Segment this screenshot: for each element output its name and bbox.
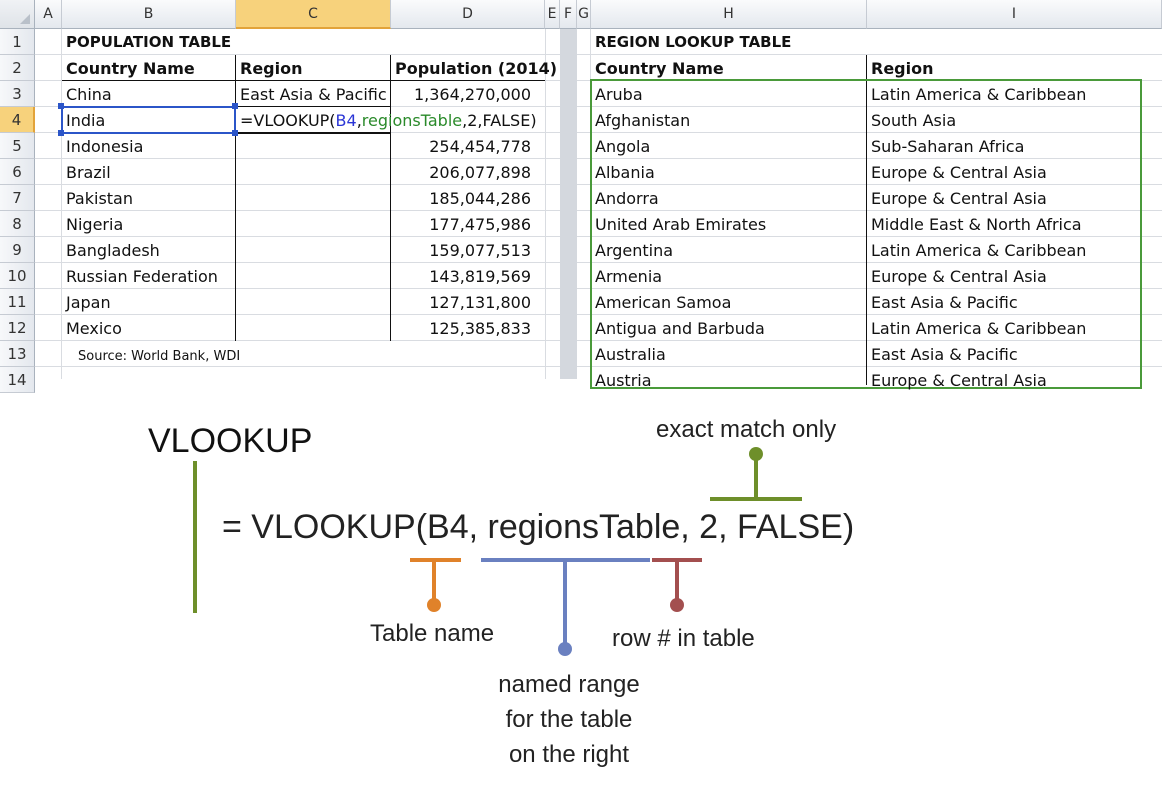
row-header-2[interactable]: 2: [0, 55, 35, 81]
lookup-header-country-name[interactable]: Country Name: [595, 58, 724, 78]
lookup-cell-region[interactable]: South Asia: [871, 110, 957, 130]
cell-country[interactable]: Japan: [66, 292, 111, 312]
row-header-3[interactable]: 3: [0, 81, 35, 107]
header-region[interactable]: Region: [240, 58, 303, 78]
formula-ref-regions-table: regionsTable: [361, 110, 463, 130]
cell-population[interactable]: 206,077,898: [429, 162, 531, 182]
row-header-5[interactable]: 5: [0, 133, 35, 159]
label-row-number: row # in table: [612, 625, 755, 652]
lookup-cell-country[interactable]: Angola: [595, 136, 651, 156]
lookup-cell-region[interactable]: Latin America & Caribbean: [871, 84, 1087, 104]
cell-population[interactable]: 254,454,778: [429, 136, 531, 156]
lookup-cell-country[interactable]: Antigua and Barbuda: [595, 318, 765, 338]
cell-region[interactable]: East Asia & Pacific: [240, 84, 387, 104]
population-table-title[interactable]: POPULATION TABLE: [66, 33, 232, 51]
formula-func: =VLOOKUP(: [240, 110, 336, 130]
spreadsheet: A B C D E F G H I 1 2 3 4 5 6 7 8 9 10 1…: [0, 0, 1162, 393]
cell-population[interactable]: 125,385,833: [429, 318, 531, 338]
split-bar: [560, 29, 577, 379]
column-header-f[interactable]: F: [560, 0, 577, 29]
cell-country[interactable]: Russian Federation: [66, 266, 218, 286]
cell-population[interactable]: 143,819,569: [429, 266, 531, 286]
lookup-cell-country[interactable]: Albania: [595, 162, 655, 182]
select-all-corner[interactable]: [0, 0, 35, 29]
lookup-cell-region[interactable]: Europe & Central Asia: [871, 266, 1047, 286]
cell-country[interactable]: Brazil: [66, 162, 111, 182]
active-cell-b4: [61, 106, 236, 134]
row-header-6[interactable]: 6: [0, 159, 35, 185]
cell-population[interactable]: 159,077,513: [429, 240, 531, 260]
row-header-10[interactable]: 10: [0, 263, 35, 289]
row-header-13[interactable]: 13: [0, 341, 35, 367]
column-header-c[interactable]: C: [236, 0, 391, 29]
diagram-title: VLOOKUP: [148, 422, 313, 460]
column-header-e[interactable]: E: [545, 0, 560, 29]
lookup-cell-region[interactable]: Middle East & North Africa: [871, 214, 1082, 234]
column-header-b[interactable]: B: [62, 0, 236, 29]
regions-table-range-highlight: [590, 79, 1142, 389]
formula-ref-b4: B4: [335, 110, 357, 130]
formula-tail: ,2,FALSE): [462, 110, 537, 130]
lookup-cell-country[interactable]: Aruba: [595, 84, 643, 104]
lookup-cell-country[interactable]: Austria: [595, 370, 652, 390]
cell-country[interactable]: Bangladesh: [66, 240, 160, 260]
lookup-header-region[interactable]: Region: [871, 58, 934, 78]
region-lookup-table-title[interactable]: REGION LOOKUP TABLE: [595, 33, 792, 51]
label-table-name: Table name: [370, 620, 495, 647]
lookup-cell-country[interactable]: Australia: [595, 344, 666, 364]
source-note[interactable]: Source: World Bank, WDI: [78, 348, 241, 364]
cell-country[interactable]: India: [66, 110, 106, 130]
cell-country[interactable]: Pakistan: [66, 188, 133, 208]
lookup-cell-region[interactable]: Europe & Central Asia: [871, 162, 1047, 182]
header-country-name[interactable]: Country Name: [66, 58, 195, 78]
header-population[interactable]: Population (2014): [395, 58, 558, 78]
column-header-d[interactable]: D: [391, 0, 545, 29]
lookup-cell-region[interactable]: Latin America & Caribbean: [871, 240, 1087, 260]
lookup-cell-country[interactable]: Andorra: [595, 188, 659, 208]
column-header-g[interactable]: G: [577, 0, 591, 29]
cell-country[interactable]: Mexico: [66, 318, 122, 338]
row-header-7[interactable]: 7: [0, 185, 35, 211]
lookup-cell-region[interactable]: Sub-Saharan Africa: [871, 136, 1025, 156]
row-header-8[interactable]: 8: [0, 211, 35, 237]
lookup-cell-region[interactable]: East Asia & Pacific: [871, 292, 1018, 312]
lookup-cell-country[interactable]: American Samoa: [595, 292, 732, 312]
row-header-14[interactable]: 14: [0, 367, 35, 393]
row-header-12[interactable]: 12: [0, 315, 35, 341]
cell-population[interactable]: 1,364,270,000: [413, 84, 531, 104]
cell-country[interactable]: Indonesia: [66, 136, 144, 156]
cell-population[interactable]: 127,131,800: [429, 292, 531, 312]
lookup-cell-country[interactable]: Argentina: [595, 240, 674, 260]
lookup-cell-country[interactable]: United Arab Emirates: [595, 214, 767, 234]
column-header-h[interactable]: H: [591, 0, 867, 29]
formula-comma: ,: [356, 110, 362, 130]
lookup-cell-country[interactable]: Armenia: [595, 266, 663, 286]
label-named-range-line-3: on the right: [508, 741, 630, 768]
cell-population[interactable]: 185,044,286: [429, 188, 531, 208]
lookup-cell-region[interactable]: Europe & Central Asia: [871, 370, 1047, 390]
label-exact-match: exact match only: [656, 416, 837, 443]
row-header-1[interactable]: 1: [0, 29, 35, 55]
annotation-lines: [193, 447, 802, 656]
cell-population[interactable]: 177,475,986: [429, 214, 531, 234]
column-header-i[interactable]: I: [867, 0, 1162, 29]
label-named-range-line-2: for the table: [505, 706, 633, 733]
row-header-4[interactable]: 4: [0, 107, 35, 133]
lookup-cell-country[interactable]: Afghanistan: [595, 110, 691, 130]
label-named-range-line-1: named range: [498, 671, 640, 698]
lookup-cell-region[interactable]: Europe & Central Asia: [871, 188, 1047, 208]
lookup-cell-region[interactable]: East Asia & Pacific: [871, 344, 1018, 364]
column-header-a[interactable]: A: [35, 0, 62, 29]
vlookup-diagram: VLOOKUP = VLOOKUP(B4, regionsTable, 2, F…: [0, 379, 1162, 788]
label-named-range: named range for the table on the right: [465, 667, 673, 772]
lookup-cell-region[interactable]: Latin America & Caribbean: [871, 318, 1087, 338]
formula-cell-c4[interactable]: =VLOOKUP(B4,regionsTable,2,FALSE): [236, 107, 541, 133]
diagram-formula: = VLOOKUP(B4, regionsTable, 2, FALSE): [222, 508, 855, 546]
row-header-9[interactable]: 9: [0, 237, 35, 263]
cell-country[interactable]: Nigeria: [66, 214, 124, 234]
cell-country[interactable]: China: [66, 84, 112, 104]
row-header-11[interactable]: 11: [0, 289, 35, 315]
